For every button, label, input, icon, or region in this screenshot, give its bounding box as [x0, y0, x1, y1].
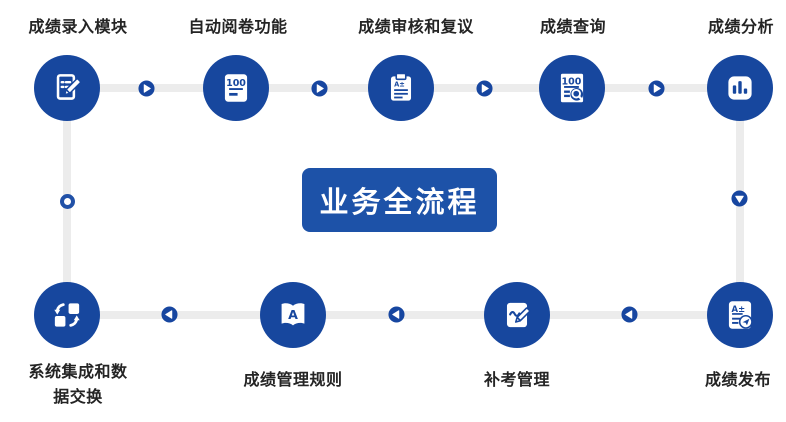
clipboard-grade-icon: A±: [390, 72, 412, 101]
arrow-left-icon: [621, 306, 638, 323]
arrow-down-icon: [731, 190, 748, 207]
node-score-rules: A: [260, 282, 326, 348]
pencil-writing-icon: [506, 302, 531, 328]
arrow-right-icon: [476, 80, 493, 97]
open-book-icon: A: [281, 303, 305, 326]
node-auto-grading: 100: [203, 55, 269, 121]
node-score-analysis: [707, 55, 773, 121]
node-label-makeup-exam: 补考管理: [483, 372, 551, 389]
ring-marker-icon: [60, 194, 75, 209]
node-label-auto-grading: 自动阅卷功能: [188, 19, 288, 36]
node-makeup-exam: [484, 282, 550, 348]
icon-letter-text: A: [288, 307, 298, 322]
node-system-integration: [34, 282, 100, 348]
arrow-right-icon: [648, 80, 665, 97]
node-label-score-analysis: 成绩分析: [707, 19, 775, 36]
node-score-query: 100: [539, 55, 605, 121]
bar-chart-icon: [728, 76, 752, 100]
arrow-right-icon: [138, 80, 155, 97]
node-label-score-entry: 成绩录入模块: [28, 19, 128, 36]
icon-score-text: 100: [226, 78, 246, 89]
icon-grade-text: A±: [394, 80, 405, 88]
document-100-magnifier-icon: 100: [560, 73, 584, 103]
node-label-score-review: 成绩审核和复议: [358, 19, 474, 36]
arrow-right-icon: [311, 80, 328, 97]
center-title-badge: 业务全流程: [302, 168, 497, 232]
node-score-entry: [34, 55, 100, 121]
node-label-score-rules: 成绩管理规则: [243, 372, 343, 389]
node-label-score-query: 成绩查询: [539, 19, 607, 36]
icon-grade-text: A±: [732, 304, 746, 314]
node-score-review: A±: [368, 55, 434, 121]
document-edit-icon: [56, 74, 82, 100]
icon-score-text: 100: [562, 76, 582, 87]
data-exchange-icon: [54, 303, 80, 327]
document-100-icon: 100: [224, 74, 248, 102]
arrow-left-icon: [388, 306, 405, 323]
arrow-left-icon: [161, 306, 178, 323]
document-send-icon: A±: [728, 301, 753, 329]
node-label-system-integration: 系统集成和数据交换: [28, 364, 128, 406]
node-label-score-publish: 成绩发布: [704, 372, 772, 389]
node-score-publish: A±: [707, 282, 773, 348]
